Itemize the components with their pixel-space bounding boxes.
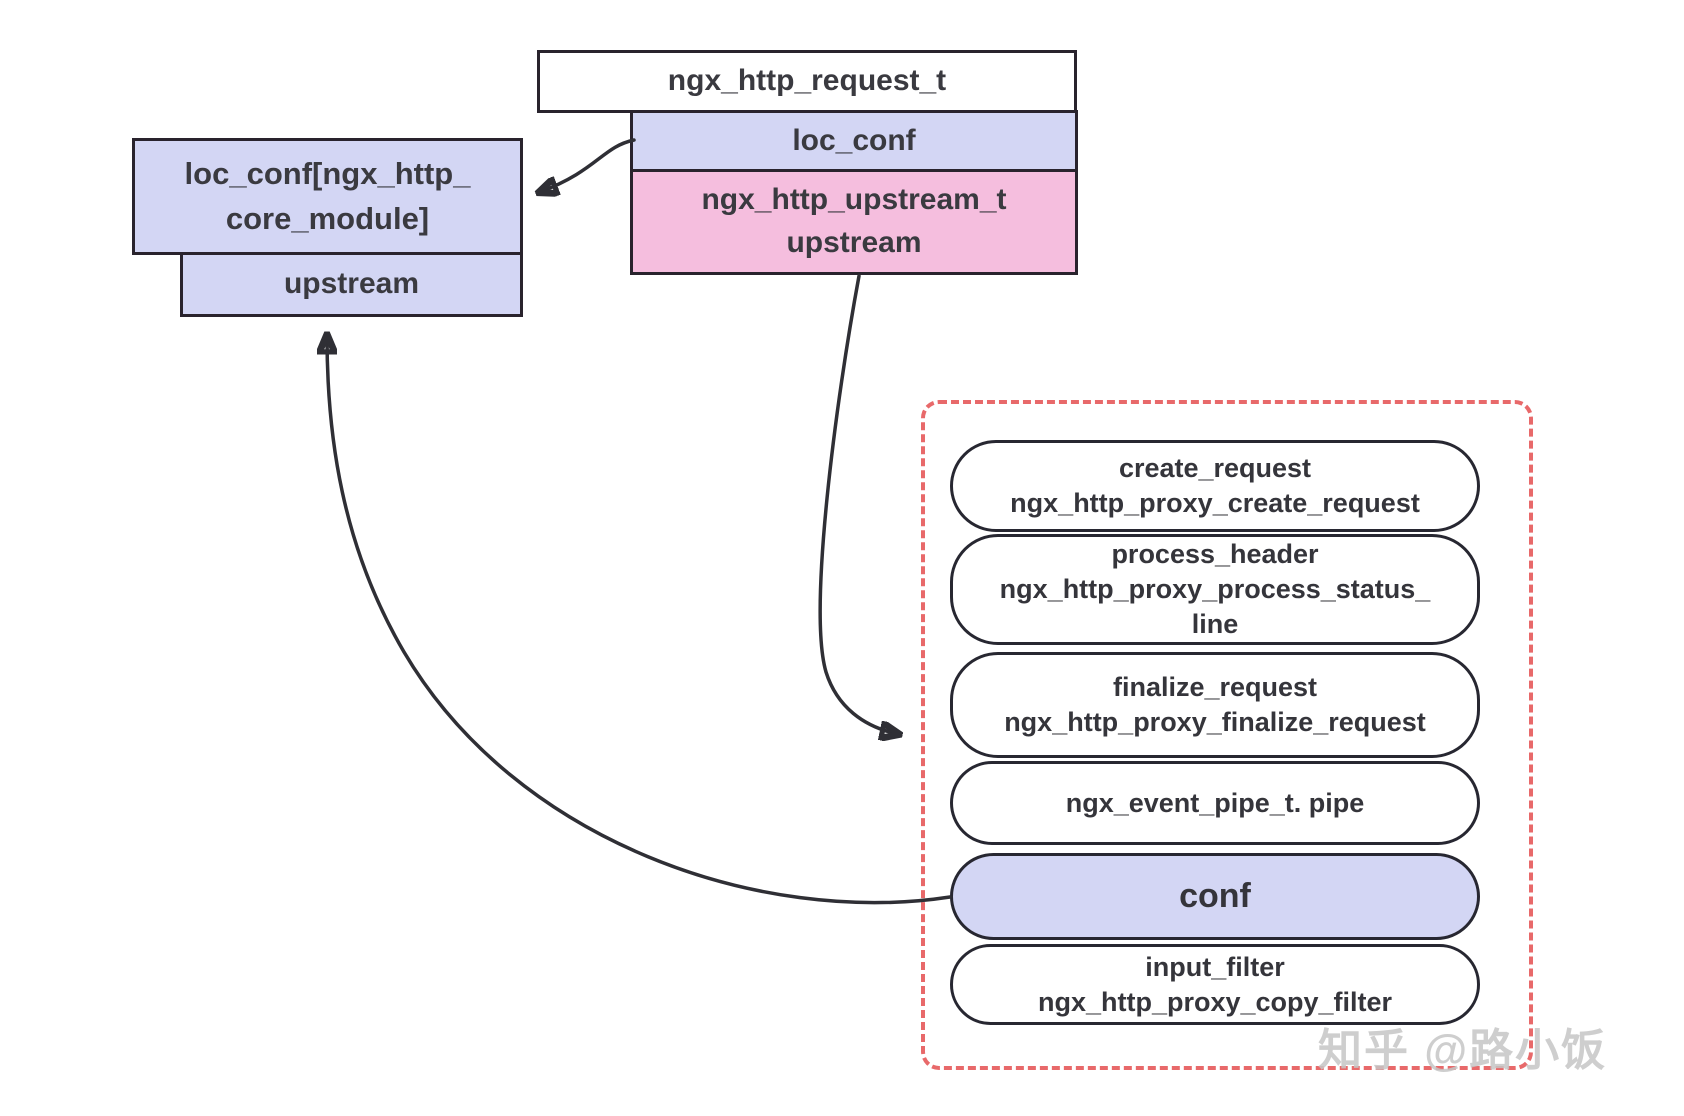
arrow-conf-to-upstream-icon <box>327 336 952 905</box>
callback-function: ngx_http_proxy_finalize_request <box>1004 707 1426 737</box>
callback-item-conf: conf <box>950 853 1480 940</box>
core-module-label-line1: loc_conf[ngx_http_ <box>184 156 471 192</box>
callback-item-create-request: create_request ngx_http_proxy_create_req… <box>950 440 1480 532</box>
callback-function: ngx_http_proxy_copy_filter <box>1037 986 1393 1017</box>
arrow-locconf-to-coremodule-icon <box>540 138 636 192</box>
core-module-label-line2: core_module] <box>225 200 430 236</box>
callback-label: create_request <box>1118 453 1312 483</box>
core-module-upstream-field: upstream <box>180 252 523 317</box>
request-struct-title-box: ngx_http_request_t <box>537 50 1077 113</box>
callback-label: input_filter <box>1145 951 1285 982</box>
callback-item-process-header: process_header ngx_http_proxy_process_st… <box>950 534 1480 645</box>
request-struct-title: ngx_http_request_t <box>667 64 947 98</box>
callback-label: ngx_event_pipe_t. pipe <box>1065 787 1365 818</box>
callback-function-wrap: line <box>1191 609 1239 639</box>
request-field-upstream: ngx_http_upstream_t upstream <box>630 169 1078 275</box>
callback-item-finalize-request: finalize_request ngx_http_proxy_finalize… <box>950 652 1480 758</box>
upstream-name-label: upstream <box>786 226 922 259</box>
upstream-type-label: ngx_http_upstream_t <box>701 183 1007 217</box>
watermark-text: 知乎 @路小饭 <box>1318 1026 1608 1075</box>
core-upstream-label: upstream <box>283 267 420 301</box>
arrow-upstreamfield-to-panel-icon <box>818 274 898 734</box>
callback-item-event-pipe: ngx_event_pipe_t. pipe <box>950 761 1480 845</box>
core-module-conf-box: loc_conf[ngx_http_ core_module] <box>132 138 523 255</box>
callback-function: ngx_http_proxy_create_request <box>1010 488 1420 518</box>
callback-label: finalize_request <box>1112 672 1318 702</box>
callback-label: conf <box>1179 877 1251 915</box>
callback-item-input-filter: input_filter ngx_http_proxy_copy_filter <box>950 944 1480 1025</box>
request-field-loc-conf: loc_conf <box>630 110 1078 172</box>
loc-conf-label: loc_conf <box>792 123 916 157</box>
callback-label: process_header <box>1111 539 1319 569</box>
callback-function: ngx_http_proxy_process_status_ <box>999 574 1431 604</box>
